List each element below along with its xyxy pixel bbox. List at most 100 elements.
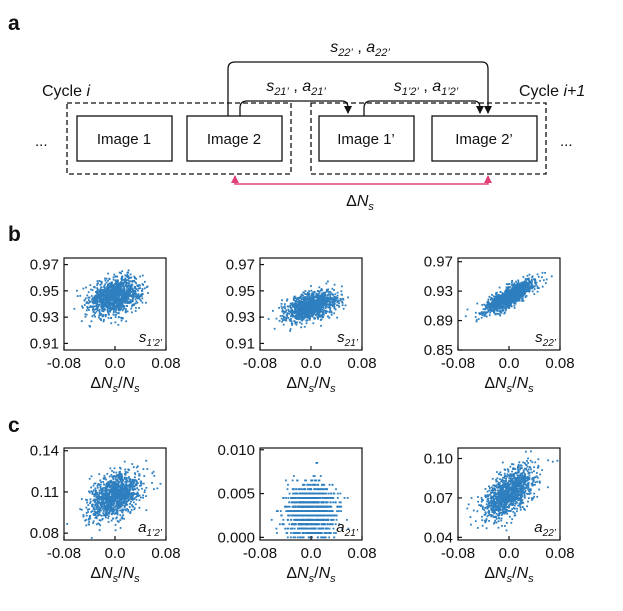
scatter-point — [516, 299, 519, 302]
scatter-point — [79, 508, 82, 511]
scatter-point — [84, 519, 87, 522]
scatter-point — [100, 286, 103, 289]
scatter-point — [539, 279, 541, 282]
scatter-point — [126, 487, 129, 490]
scatter-point — [128, 300, 131, 303]
scatter-point — [517, 287, 520, 289]
scatter-point — [118, 290, 121, 293]
scatter-point — [92, 506, 95, 509]
scatter-point — [123, 298, 126, 301]
scatter-point — [105, 489, 107, 491]
scatter-point — [142, 284, 145, 286]
scatter-point — [117, 305, 120, 308]
scatter-point — [328, 301, 331, 303]
scatter-point — [135, 293, 138, 296]
scatter-point — [138, 473, 141, 475]
scatter-point — [314, 296, 317, 298]
scatter-point — [120, 473, 123, 476]
x-tick-label: 0.08 — [347, 355, 376, 372]
scatter-point — [332, 301, 335, 304]
scatter-point — [87, 309, 90, 311]
scatter-point — [331, 287, 334, 290]
scatter-point — [290, 309, 293, 312]
scatter-point — [541, 285, 544, 288]
scatter-point — [126, 300, 129, 303]
scatter-point — [340, 290, 343, 293]
scatter-point — [93, 296, 96, 299]
scatter-point — [112, 296, 114, 299]
scatter-point — [100, 481, 103, 484]
scatter-point — [130, 311, 133, 314]
scatter-point — [282, 306, 285, 309]
scatter-point — [103, 483, 106, 486]
scatter-point — [100, 496, 102, 498]
scatter-point — [530, 285, 533, 287]
scatter-point — [125, 477, 128, 479]
scatter-point — [117, 323, 120, 326]
scatter-point — [518, 292, 521, 295]
scatter-point — [327, 315, 329, 318]
scatter-point — [106, 489, 108, 492]
scatter-point — [333, 304, 336, 307]
scatter-point — [112, 512, 115, 514]
scatter-point — [117, 501, 120, 504]
scatter-point — [317, 312, 319, 315]
scatter-point — [107, 492, 110, 495]
scatter-point — [102, 300, 105, 303]
scatter-point — [97, 501, 99, 504]
scatter-point — [109, 506, 112, 509]
scatter-point — [106, 512, 109, 515]
scatter-point — [137, 287, 140, 290]
scatter-point — [536, 287, 539, 289]
scatter-point — [490, 308, 492, 311]
scatter-point — [478, 313, 481, 316]
scatter-point — [127, 468, 130, 471]
scatter-point — [512, 295, 515, 298]
scatter-point — [282, 315, 285, 318]
scatter-point — [275, 317, 278, 320]
scatter-points — [259, 280, 349, 332]
scatter-point — [92, 302, 95, 305]
scatter-point — [494, 312, 497, 315]
scatter-point — [310, 303, 313, 306]
scatter-point — [117, 294, 120, 297]
scatter-point — [87, 504, 90, 507]
scatter-point — [308, 318, 311, 321]
scatter-point — [110, 509, 113, 512]
scatter-point — [501, 292, 504, 295]
scatter-point — [126, 286, 128, 289]
scatter-point — [98, 311, 101, 314]
scatter-point — [494, 301, 496, 304]
scatter-point — [117, 503, 119, 506]
scatter-point — [126, 271, 129, 274]
scatter-point — [84, 313, 87, 316]
scatter-point — [117, 282, 120, 285]
y-tick-label: 0.93 — [30, 309, 59, 326]
scatter-point — [135, 495, 138, 498]
scatter-point — [313, 306, 316, 309]
scatter-point — [512, 290, 515, 293]
scatter-point — [88, 477, 91, 480]
scatter-point — [297, 301, 300, 303]
scatter-point — [106, 291, 108, 293]
scatter-point — [333, 298, 336, 301]
scatter-point — [105, 288, 108, 291]
scatter-point — [512, 298, 515, 301]
scatter-point — [116, 478, 119, 481]
scatter-point — [491, 301, 494, 304]
scatter-point — [497, 304, 499, 306]
scatter-point — [93, 308, 96, 311]
scatter-point — [324, 305, 327, 308]
scatter-point — [111, 503, 114, 505]
scatter-point — [526, 274, 529, 277]
scatter-point — [93, 295, 96, 298]
scatter-point — [93, 493, 96, 496]
scatter-point — [96, 287, 99, 290]
scatter-point — [109, 306, 112, 309]
scatter-point — [86, 306, 89, 308]
scatter-point — [315, 308, 318, 311]
scatter-point — [105, 302, 107, 305]
scatter-point — [330, 292, 333, 295]
scatter-point — [135, 282, 138, 285]
scatter-point — [87, 302, 90, 305]
